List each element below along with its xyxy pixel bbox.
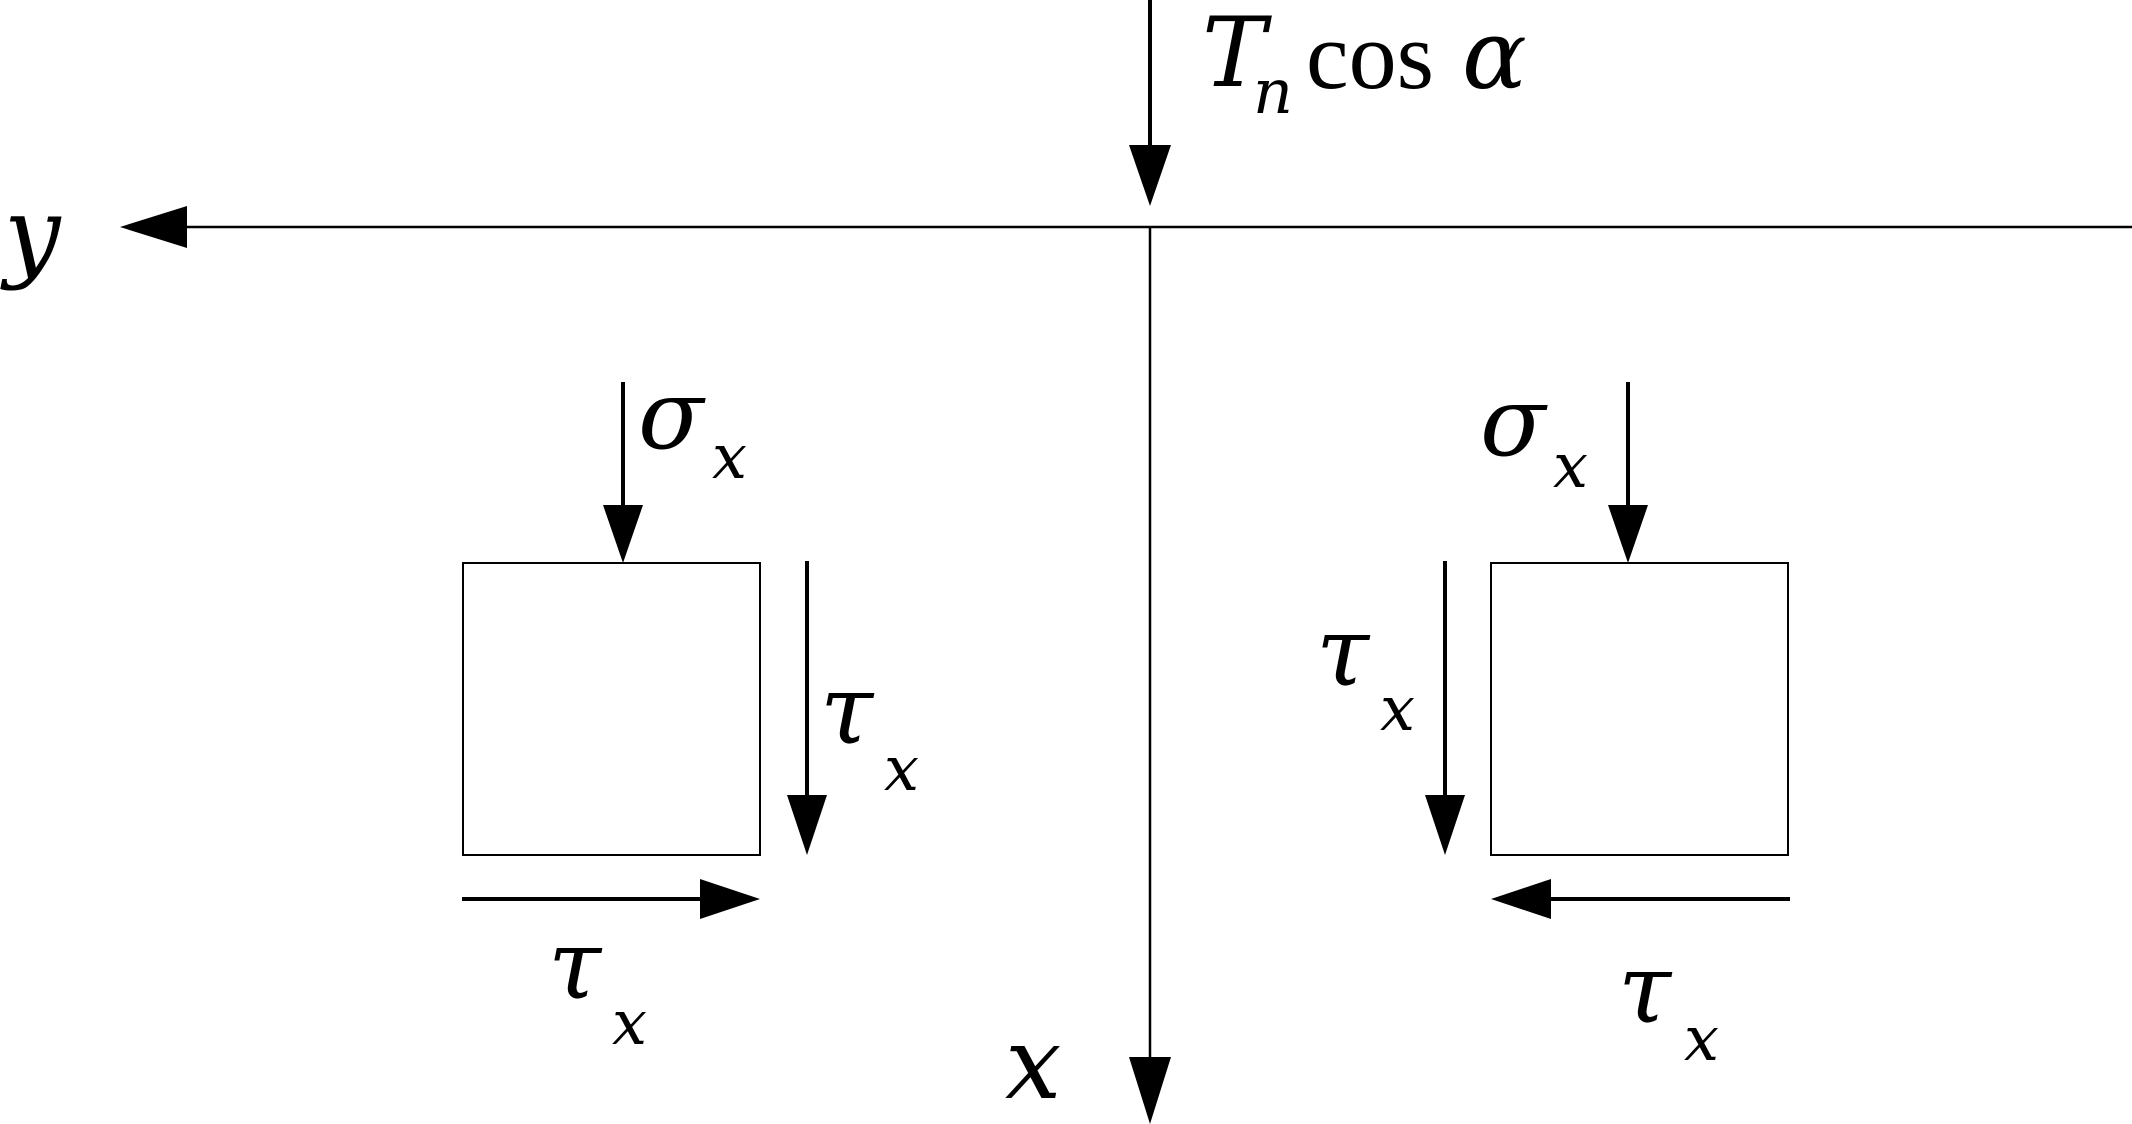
right-tau-left-subscript: x [1380,672,1415,745]
left-sigma-symbol: σ [638,359,706,471]
load-function: cos [1306,2,1434,109]
right-tau-left-arrowhead [1425,795,1465,855]
left-tau-right-symbol: τ [820,654,875,766]
left-sigma-arrowhead [603,505,643,563]
x-axis-arrowhead [1129,1057,1171,1124]
left-tau-bottom-subscript: x [612,986,647,1059]
load-angle: α [1462,0,1527,111]
left-tau-bottom-arrowhead [700,879,760,919]
left-tau-bottom-symbol: τ [548,909,603,1021]
right-tau-left-symbol: τ [1316,596,1371,708]
left-tau-right-subscript: x [884,732,919,805]
y-axis-label: y [0,175,62,292]
left-sigma-subscript: x [712,420,747,493]
right-tau-bottom-arrowhead [1491,879,1551,919]
right-sigma-symbol: σ [1480,366,1548,478]
left-tau-right-arrowhead [787,795,827,855]
load-symbol: T [1202,0,1272,109]
load-label: T n cos α [1202,0,1527,128]
right-tau-bottom-symbol: τ [1618,933,1673,1045]
right-element-box [1490,562,1789,856]
load-subscript: n [1253,55,1293,128]
right-sigma-arrowhead [1608,505,1648,563]
load-arrowhead [1129,145,1171,206]
right-sigma-subscript: x [1553,429,1588,502]
right-tau-bottom-subscript: x [1684,1002,1719,1075]
y-axis-arrowhead [120,206,187,248]
x-axis-label: x [1005,1005,1061,1122]
left-element-box [462,562,761,856]
